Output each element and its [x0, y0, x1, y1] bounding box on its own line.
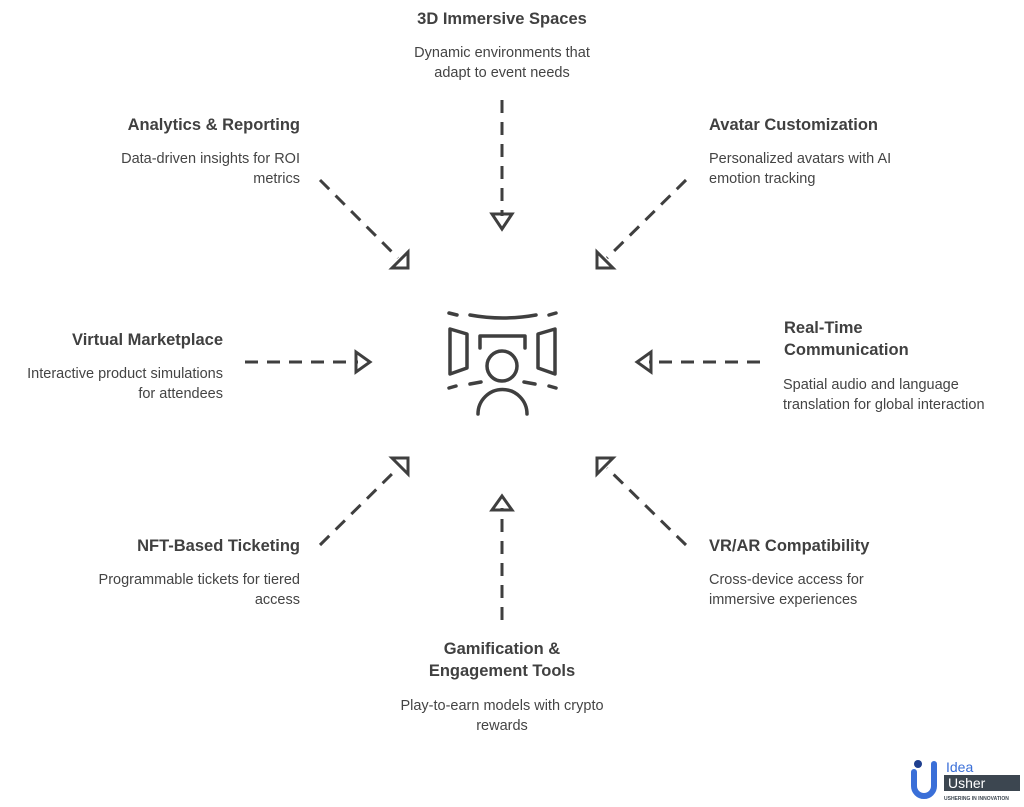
feature-title: 3D Immersive Spaces — [417, 10, 587, 28]
feature-title: Gamification &Engagement Tools — [428, 640, 576, 680]
arrow-top-left — [318, 178, 410, 270]
feature-title: Avatar Customization — [709, 116, 878, 134]
logo-mark-icon: Idea Usher USHERING IN INNOVATION — [911, 759, 1020, 802]
svg-text:USHERING IN INNOVATION: USHERING IN INNOVATION — [944, 796, 1009, 802]
feature-title: VR/AR Compatibility — [709, 537, 870, 555]
arrow-top-right — [595, 178, 688, 270]
feature-avatar-customization: Avatar Customization Personalized avatar… — [709, 114, 969, 189]
arrow-bottom-right — [595, 456, 688, 547]
feature-virtual-marketplace: Virtual Marketplace Interactive product … — [0, 329, 223, 404]
arrow-bottom-left — [318, 456, 410, 547]
feature-gamification-engagement: Gamification &Engagement Tools Play-to-e… — [372, 638, 632, 736]
feature-nft-ticketing: NFT-Based Ticketing Programmable tickets… — [40, 535, 300, 610]
svg-text:Usher: Usher — [948, 775, 986, 791]
idea-usher-logo: Idea Usher USHERING IN INNOVATION — [908, 758, 1022, 802]
feature-3d-immersive-spaces: 3D Immersive Spaces Dynamic environments… — [372, 8, 632, 83]
feature-title: Analytics & Reporting — [127, 116, 300, 134]
arrow-bottom — [489, 493, 515, 620]
feature-analytics-reporting: Analytics & Reporting Data-driven insigh… — [40, 114, 300, 189]
arrow-right — [634, 349, 760, 375]
arrow-left — [245, 349, 373, 375]
arrow-top — [489, 100, 515, 232]
feature-title: Virtual Marketplace — [71, 331, 223, 349]
feature-vr-ar-compatibility: VR/AR Compatibility Cross-device access … — [709, 535, 969, 610]
virtual-event-space-icon — [447, 311, 558, 416]
svg-text:Idea: Idea — [946, 759, 973, 775]
feature-title: NFT-Based Ticketing — [137, 537, 300, 555]
